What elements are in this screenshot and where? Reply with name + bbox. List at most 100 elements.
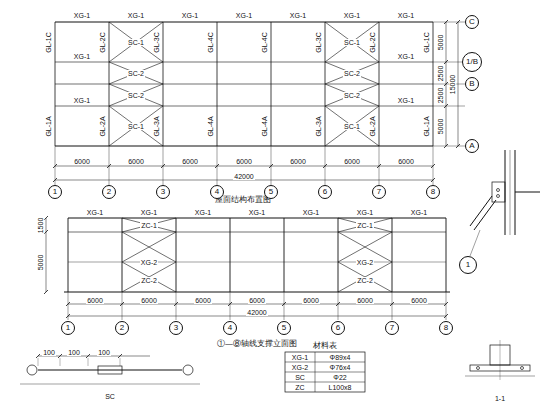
dimension: 2500 xyxy=(437,64,444,82)
dimension: 5000 xyxy=(37,253,44,271)
dimension: 42000 xyxy=(233,173,254,180)
column-line xyxy=(122,218,123,292)
anchor-bolt xyxy=(521,367,524,370)
dimension-line xyxy=(46,218,47,292)
dimension-tick xyxy=(36,354,40,358)
table-cell: XG-2 xyxy=(291,364,309,371)
axis-bubble: 7 xyxy=(385,321,399,335)
dimension-tick xyxy=(444,314,448,318)
gusset-plate xyxy=(492,182,505,202)
axis-bubble: 5 xyxy=(277,321,291,335)
bolt xyxy=(497,189,500,192)
brace-label: SC-1 xyxy=(127,39,145,46)
dimension-line xyxy=(55,166,433,167)
cross-brace xyxy=(325,106,379,146)
dimension-tick xyxy=(86,354,90,358)
column-label: GL-3C xyxy=(315,31,322,54)
dimension-tick xyxy=(431,164,435,168)
dimension-tick xyxy=(53,164,57,168)
cross-brace xyxy=(338,262,392,292)
dimension: 100 xyxy=(67,349,81,356)
axis-bubble: 3 xyxy=(156,185,170,199)
brace-label: SC-2 xyxy=(127,92,145,99)
member-label: XG-1 xyxy=(73,12,91,19)
dimension-tick xyxy=(215,164,219,168)
axis-number: 1 xyxy=(53,188,57,196)
axis-number: 1 xyxy=(66,324,70,332)
cross-brace xyxy=(325,62,379,84)
cross-brace xyxy=(122,262,176,292)
member-label: XG-1 xyxy=(235,12,253,19)
brace-label: SC-2 xyxy=(127,70,145,77)
axis-bubble: 1/B xyxy=(462,52,482,72)
tie-rod xyxy=(38,369,182,370)
column-label: GL-4A xyxy=(260,115,267,137)
dimension-tick xyxy=(53,178,57,182)
axis-bubble: A xyxy=(465,139,479,153)
brace-member xyxy=(474,200,496,230)
center-line xyxy=(500,340,501,380)
column-line xyxy=(230,218,231,292)
dimension: 100 xyxy=(42,349,56,356)
table-cell: XG-1 xyxy=(291,354,309,361)
column-label: GL-2C xyxy=(99,31,106,54)
dimension-tick xyxy=(44,230,48,234)
cross-brace xyxy=(325,22,379,62)
axis-bubble: 7 xyxy=(372,185,386,199)
column-line xyxy=(284,218,285,292)
member-label: XG-1 xyxy=(248,209,266,216)
rod-eye xyxy=(27,365,37,375)
member-label: XG-1 xyxy=(289,12,307,19)
dimension-line xyxy=(68,316,446,317)
column-label: GL-3A xyxy=(152,115,159,137)
dimension-tick xyxy=(444,20,448,24)
extension-line xyxy=(38,358,39,366)
purlin-line xyxy=(55,62,433,63)
cross-brace xyxy=(109,62,163,84)
column-label: GL-1C xyxy=(45,31,52,54)
column-label: GL-2A xyxy=(368,115,375,137)
member-label: XG-1 xyxy=(343,12,361,19)
brace-label: ZC-1 xyxy=(140,222,158,229)
cross-brace xyxy=(122,218,176,232)
column-label: GL-4A xyxy=(206,115,213,137)
leader-line xyxy=(470,230,480,256)
grid-axis-line xyxy=(433,22,465,23)
cross-brace xyxy=(109,106,163,146)
dimension-tick xyxy=(118,354,122,358)
member-label: XG-1 xyxy=(397,97,415,104)
dimension-line xyxy=(458,22,459,146)
dimension: 2500 xyxy=(437,86,444,104)
table-cell: SC xyxy=(294,374,306,381)
brace-label: ZC-2 xyxy=(140,277,158,284)
cross-brace xyxy=(122,232,176,262)
dimension: 15000 xyxy=(450,73,457,94)
brace-label: SC-1 xyxy=(343,39,361,46)
column-line xyxy=(392,218,393,292)
dimension-line xyxy=(68,304,446,305)
member-label: XG-1 xyxy=(73,97,91,104)
dimension-line xyxy=(38,356,150,357)
detail-callout: 1 xyxy=(459,256,477,274)
axis-number: 6 xyxy=(323,188,327,196)
dimension: 6000 xyxy=(410,297,428,304)
column-line xyxy=(68,218,69,292)
dimension: 6000 xyxy=(73,158,91,165)
dimension: 6000 xyxy=(343,158,361,165)
axis-number: 2 xyxy=(120,324,124,332)
drawing-title: ①—⑧轴线支撑立面图 xyxy=(216,340,298,348)
cross-brace xyxy=(109,22,163,62)
table-rule xyxy=(285,372,365,373)
drawing-title: 屋面结构布置图 xyxy=(214,196,272,204)
dimension-tick xyxy=(107,164,111,168)
column-label: GL-3C xyxy=(153,31,160,54)
axis-number: 3 xyxy=(174,324,178,332)
column-web xyxy=(510,150,511,235)
brace-label: SC-2 xyxy=(343,92,361,99)
dimension: 6000 xyxy=(127,158,145,165)
dimension-tick xyxy=(336,302,340,306)
brace-label: SC-1 xyxy=(127,123,145,130)
cross-brace xyxy=(338,218,392,232)
axis-bubble: 6 xyxy=(318,185,332,199)
